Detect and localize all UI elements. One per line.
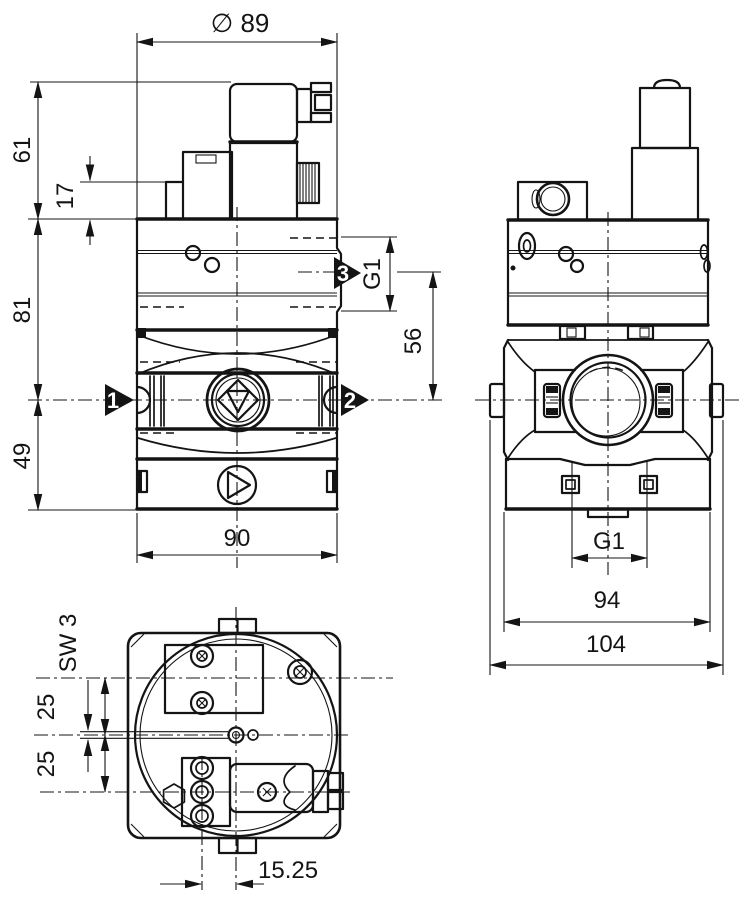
cable-gland-icon [309,81,333,124]
dim-width-90-label: 90 [224,525,251,552]
dim-height-56: 56 [397,271,441,401]
dim-height-56-label: 56 [400,328,427,355]
port-3-marker: 3 [334,257,361,289]
dim-width-94: 94 [503,512,711,632]
dim-diameter-89: ∅ 89 [136,8,338,218]
side-view: G1 94 104 [475,78,740,675]
dim-height-49-label: 49 [9,443,36,470]
dim-port3-thread-label: G1 [359,258,386,290]
solenoid-side [516,78,700,222]
dim-terminal-offset-15-25: 15.25 [160,756,318,890]
dim-diameter-89-label: ∅ 89 [211,8,270,38]
flange-bolt-right [708,382,725,419]
connector-gland-circle [535,181,571,217]
solenoid-assembly [164,81,333,221]
connector-footprint [228,762,345,814]
solenoid-cap [652,78,682,90]
mounting-step [164,180,185,221]
dim-offset-25-lower: 25 [33,734,110,793]
dim-height-17-label: 17 [52,183,79,210]
port-2-marker: 2 [341,384,369,416]
dim-width-104-label: 104 [586,631,626,658]
body-screw-hole [203,256,221,274]
adapter-notch [195,154,217,164]
port-1-marker: 1 [105,384,134,416]
hinge-tabs [507,324,709,341]
dim-thread-g1-side: G1 [571,462,648,568]
dim-width-94-label: 94 [594,587,621,614]
dim-height-49: 49 [9,399,137,511]
bottom-block-front [135,464,339,511]
port-2-label: 2 [344,388,356,413]
dim-thread-g1-side-label: G1 [593,528,625,555]
center-boss [533,368,685,434]
front-view: 1 2 3 ∅ 89 61 17 [9,8,442,568]
clamp-band-curve [137,352,337,375]
sight-indicator [205,367,271,433]
dim-height-17: 17 [52,156,167,245]
adjuster-nut [654,382,674,419]
dim-height-81-label: 81 [9,297,36,324]
dim-width-104: 104 [489,420,724,675]
port2-opening [322,385,339,415]
dim-height-81: 81 [9,218,43,401]
valve-body-front [135,217,343,511]
coil-footprint [163,643,265,716]
coil-body [228,141,299,221]
cover-screw [286,658,314,686]
mounting-tab-top [217,617,258,635]
dim-height-61-label: 61 [9,137,36,164]
bottom-view: SW 3 25 25 15.25 [33,607,393,890]
dim-sw3: SW 3 [55,614,93,772]
dim-width-90: 90 [136,513,338,563]
vent-grommet [517,231,537,261]
housing-outline [126,617,342,855]
clamp-band-curve [137,334,337,355]
solenoid-coil-side [630,146,700,222]
body-screw-hole [184,244,202,262]
cable-gland-neck [295,87,313,124]
dim-offset-25-lower-label: 25 [33,751,60,778]
port-3-label: 3 [337,261,349,286]
port1-opening [135,385,152,415]
din-connector [228,82,299,144]
manual-override-knob [295,161,321,205]
flow-direction-icon [216,464,258,506]
adjuster-nut [542,382,562,419]
dim-sw3-label: SW 3 [55,614,82,673]
dim-offset-25-upper-label: 25 [33,694,60,721]
valve-body-side [488,218,725,519]
hex-nut [162,783,186,809]
mounting-tab-bottom [217,836,258,855]
solenoid-tube [638,86,692,150]
flange-bolt-left [488,382,506,419]
adapter-box [181,150,234,221]
dim-offset-25-upper: 25 [33,677,110,736]
dim-port3-thread-g1: G1 [341,236,397,312]
dim-height-61: 61 [9,81,231,220]
port-1-label: 1 [107,388,119,413]
knurl-ridges [299,164,316,202]
bottom-block-side [504,457,712,519]
port-bore-g1 [561,353,655,447]
dim-terminal-offset-label: 15.25 [258,857,318,884]
